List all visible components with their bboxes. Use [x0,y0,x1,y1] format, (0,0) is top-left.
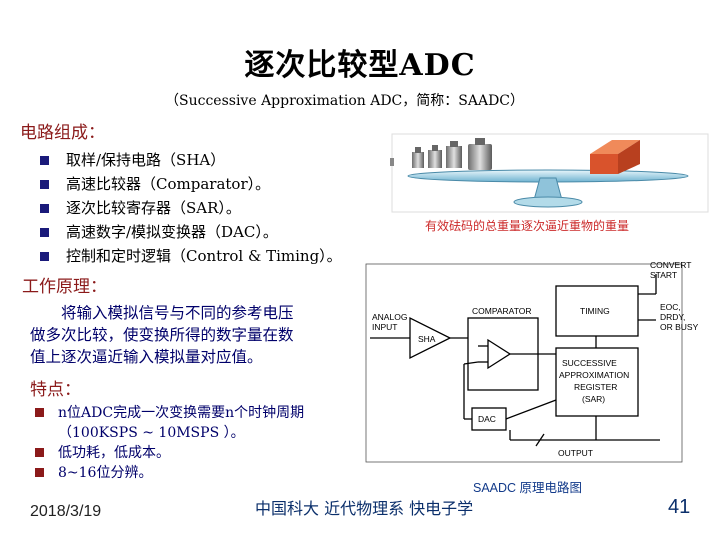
footer-date: 2018/3/19 [30,503,102,520]
square-bullet-icon [40,203,49,213]
status-label: EOC, [660,302,681,312]
list-item: n位ADC完成一次变换需要n个时钟周期（100KSPS ~ 10MSPS ）。 [35,403,318,443]
list-item: 低功耗，低成本。 [35,443,318,463]
working-description: 将输入模拟信号与不同的参考电压 做多次比较，使变换所得的数字量在数 值上逐次逼近… [30,304,294,366]
svg-text:START: START [650,270,677,280]
sha-block [409,316,452,360]
analog-input-label: ANALOG [372,312,407,322]
composition-heading: 电路组成： [20,123,105,143]
slide-title: 逐次比较型ADC [244,48,476,83]
list-item: 取样/保持电路（SHA） [40,148,342,172]
slide-subtitle: （Successive Approximation ADC，简称：SAADC） [165,93,525,109]
saadc-block-diagram: ANALOG INPUT SHA COMPARATOR TIMING CONVE… [365,260,699,463]
list-item: 高速数字/模拟变换器（DAC）。 [40,220,342,244]
sar-block [555,347,639,417]
list-item: 控制和定时逻辑（Control & Timing）。 [40,244,342,268]
features-list: n位ADC完成一次变换需要n个时钟周期（100KSPS ~ 10MSPS ）。 … [35,403,318,483]
sar-label: SUCCESSIVE [562,358,617,368]
svg-text:INPUT: INPUT [372,322,398,332]
convert-start-label: CONVERT [650,260,691,270]
square-bullet-icon [40,179,49,189]
diagram-caption: SAADC 原理电路图 [473,481,583,495]
list-item: 逐次比较寄存器（SAR）。 [40,196,342,220]
svg-text:OR BUSY: OR BUSY [660,322,699,332]
weight-block-icon [590,140,640,174]
svg-text:DRDY,: DRDY, [660,312,685,322]
working-heading: 工作原理： [22,277,107,297]
svg-text:APPROXIMATION: APPROXIMATION [559,370,629,380]
square-bullet-icon [35,408,44,417]
comparator-label: COMPARATOR [472,306,532,316]
sha-label: SHA [418,334,436,344]
square-bullet-icon [40,251,49,261]
square-bullet-icon [35,468,44,477]
square-bullet-icon [35,448,44,457]
balance-scale-illustration [390,133,709,213]
square-bullet-icon [40,227,49,237]
footer-organization: 中国科大 近代物理系 快电子学 [255,499,474,518]
dac-label: DAC [478,414,496,424]
page-number: 41 [668,496,691,518]
list-item: 8~16位分辨。 [35,463,318,483]
square-bullet-icon [40,155,49,165]
svg-text:REGISTER: REGISTER [574,382,617,392]
composition-list: 取样/保持电路（SHA） 高速比较器（Comparator）。 逐次比较寄存器（… [40,148,342,268]
features-heading: 特点： [30,380,81,400]
timing-label: TIMING [580,306,610,316]
svg-text:(SAR): (SAR) [582,394,605,404]
output-label: OUTPUT [558,448,593,458]
list-item: 高速比较器（Comparator）。 [40,172,342,196]
timing-block [555,285,639,337]
weights-icon [412,138,492,170]
balance-caption: 有效砝码的总重量逐次逼近重物的重量 [425,219,630,233]
